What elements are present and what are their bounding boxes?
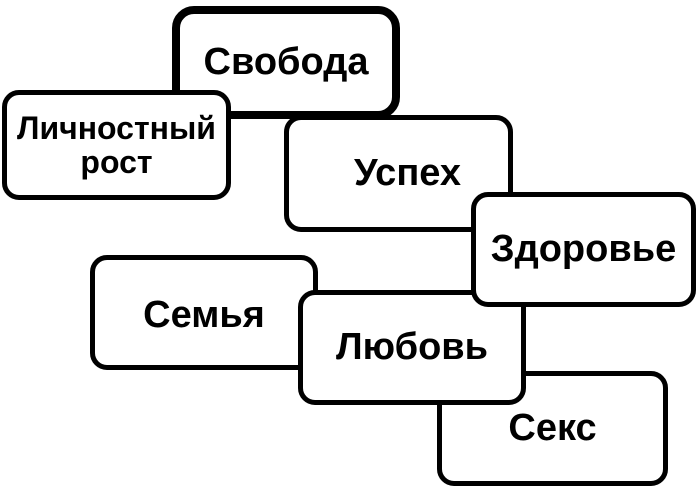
card-personal-growth-label: Личностный рост: [17, 110, 216, 180]
card-success-label: Успех: [353, 151, 462, 194]
card-health: Здоровье: [471, 192, 696, 307]
card-family: Семья: [90, 255, 318, 370]
card-sex-label: Секс: [508, 406, 597, 449]
card-health-label: Здоровье: [490, 227, 677, 270]
card-family-label: Семья: [143, 293, 265, 336]
card-love-label: Любовь: [335, 325, 489, 368]
card-personal-growth: Личностный рост: [2, 90, 231, 200]
card-love: Любовь: [298, 290, 526, 405]
card-freedom-label: Свобода: [203, 40, 369, 83]
